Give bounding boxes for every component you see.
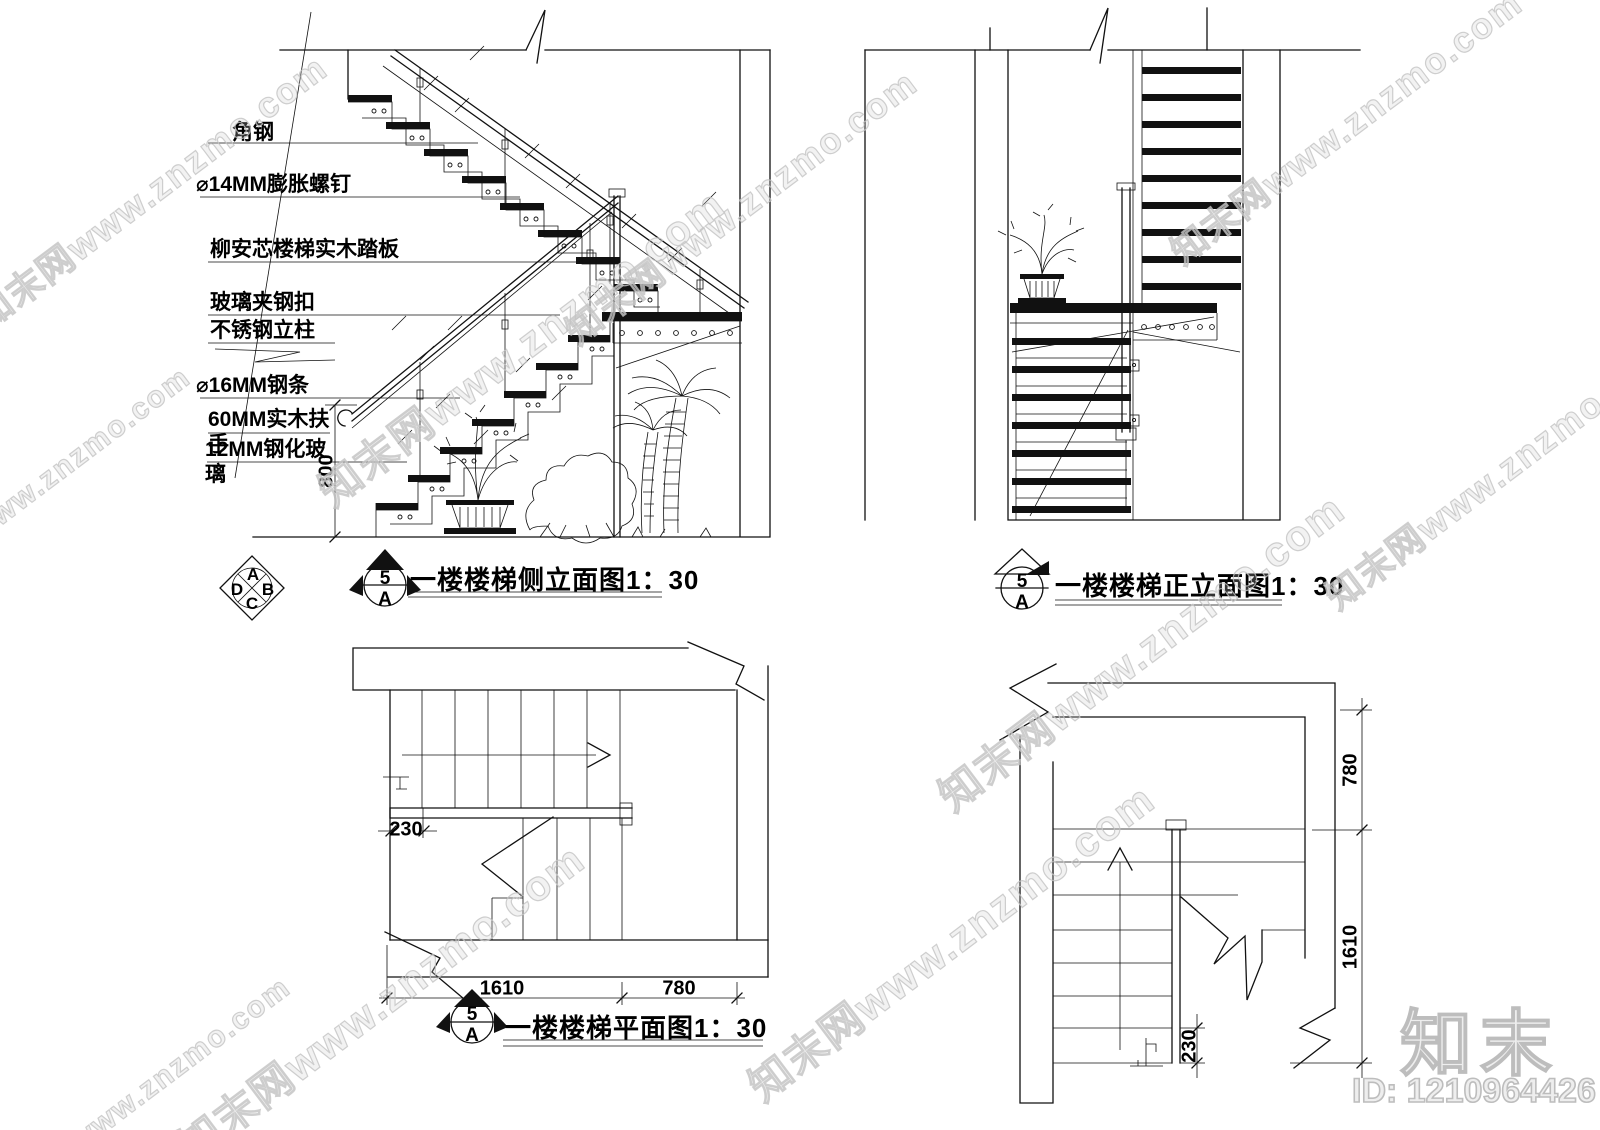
label-expansion-bolt: ⌀14MM膨胀螺钉 [196,173,351,196]
lower-flight-front [1012,303,1134,520]
label-wood-tread: 柳安芯楼梯实木踏板 [210,238,399,261]
callout-side-number: 5 [379,568,391,589]
dim-flight-length-1610: 1610 [479,977,525,1000]
dim-landing-width-780: 780 [662,977,696,1000]
label-tempered-glass: 12MM钢化玻璃 [205,438,327,486]
plants [433,359,731,544]
plan-left-drawing [352,641,769,1047]
site-logo: 知末 [1399,1004,1561,1086]
label-wood-handrail: 60MM实木扶手 [208,408,330,456]
callout-front-number: 5 [1016,571,1028,592]
side-elevation-drawing [200,9,771,544]
callout-plan-sheet: A [465,1025,479,1046]
title-front-elevation: 一楼楼梯正立面图1：30 [1055,571,1345,601]
orientation-letter-a: A [246,565,260,584]
dim-landing-width-780-right: 780 [1339,753,1362,787]
callout-side-sheet: A [378,589,392,610]
callout-front-sheet: A [1015,592,1029,613]
landing [602,312,742,369]
lower-flight [337,188,626,538]
bonsai-front [997,203,1085,303]
callout-symbol-front [993,548,1282,610]
callout-symbol-side [349,549,421,607]
plan-right-drawing [999,663,1372,1104]
center-post [1115,182,1140,513]
title-plan: 一楼楼梯平面图1：30 [505,1013,768,1043]
landing-front [1010,303,1241,353]
label-angle-steel: 角钢 [232,121,274,144]
front-elevation-drawing [864,7,1361,521]
dim-800-lines [325,399,357,543]
label-steel-bar: ⌀16MM钢条 [196,374,309,397]
glass-hatch [391,45,717,445]
upper-flight-front [1132,50,1241,303]
callout-plan-number: 5 [466,1004,478,1025]
orientation-letter-d: D [230,580,244,599]
label-glass-clamp: 玻璃夹钢扣 [210,291,315,314]
dim-tread-width-230-right: 230 [1178,1029,1201,1063]
title-side-elevation: 一楼楼梯侧立面图1：30 [410,565,700,595]
orientation-symbol [219,555,285,621]
label-steel-post: 不锈钢立柱 [210,319,315,342]
orientation-letter-c: C [245,594,259,613]
dim-flight-length-1610-right: 1610 [1339,924,1362,970]
image-id: ID: 1210964426 [1351,1071,1596,1111]
title-underlines [408,591,662,598]
dim-tread-width-230: 230 [389,818,423,841]
orientation-letter-b: B [261,580,275,599]
callout-symbol-plan [436,989,508,1044]
label-leaders [200,11,585,479]
